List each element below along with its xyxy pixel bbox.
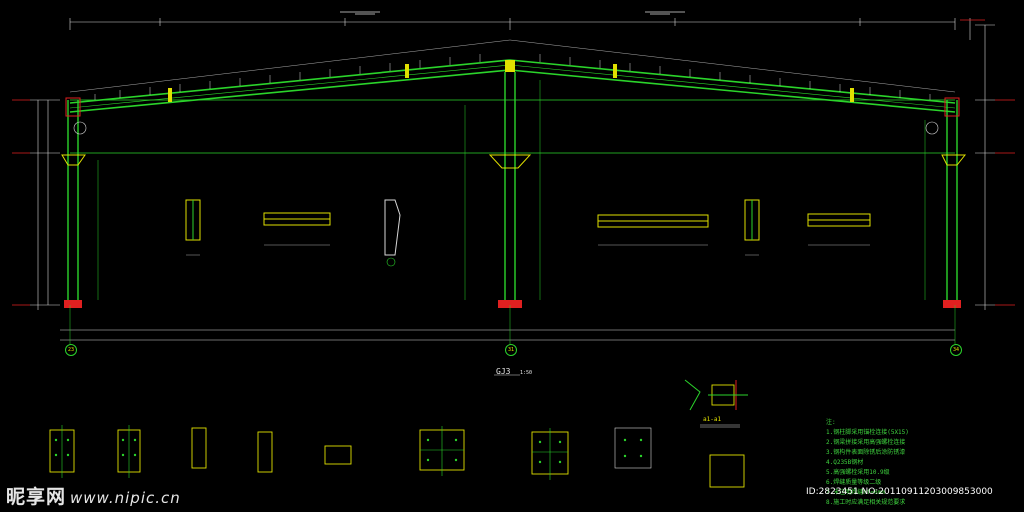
frame-title: GJ3 <box>496 367 511 376</box>
detail-1-bubble <box>386 257 396 267</box>
note-line: 3.钢构件表面除锈后涂防锈漆 <box>826 449 906 456</box>
bolt-holes <box>54 438 643 464</box>
rafter-splices <box>168 60 854 102</box>
note-line: 8.施工时应满足相关规范要求 <box>826 499 906 506</box>
brackets <box>61 154 967 169</box>
detail-callout-left <box>73 121 87 135</box>
bottom-details <box>49 384 745 488</box>
frame-scale: 1:50 <box>520 370 533 376</box>
column-annotation-lines <box>97 80 926 300</box>
note-line: 6.焊缝质量等级二级 <box>826 479 882 486</box>
purlin-line <box>69 39 956 93</box>
right-dimension-chain <box>969 18 995 310</box>
note-line: 4.Q235B钢材 <box>826 459 864 466</box>
axis-bubble-middle: 31 <box>505 344 517 356</box>
image-id: ID:2823451 NO:20110911203009853000 <box>806 487 993 497</box>
column-left <box>67 100 79 305</box>
axis-bubble-right: 34 <box>950 344 962 356</box>
note-line: 5.高强螺栓采用10.9级 <box>826 469 890 476</box>
note-line: 1.钢柱脚采用锚栓连接(5X15) <box>826 429 909 436</box>
column-right <box>946 100 958 305</box>
base-plates <box>64 300 961 308</box>
slope-mark-left <box>340 11 380 15</box>
note-line: 2.钢梁拼接采用高强螺栓连接 <box>826 439 906 446</box>
watermark-site: www.nipic.cn <box>70 489 181 507</box>
detail-callout-right <box>925 121 939 135</box>
section-details <box>185 199 871 256</box>
knee-joints <box>65 97 960 117</box>
note-line: 7.未注明焊缝hf=6mm <box>826 489 885 496</box>
section-label: a1-a1 <box>703 416 722 423</box>
top-dimension-chain <box>69 18 956 30</box>
general-notes: 注: 1.钢柱脚采用锚栓连接(5X15) 2.钢梁拼接采用高强螺栓连接 3.钢构… <box>826 418 909 508</box>
axis-bubble-left: 23 <box>65 344 77 356</box>
section-dimensions <box>186 244 870 256</box>
left-dimension-chain <box>30 99 60 310</box>
column-middle <box>504 72 516 305</box>
bottom-details-green <box>61 425 652 480</box>
slope-mark-right <box>645 11 685 15</box>
purlins <box>94 54 931 100</box>
elevation-markers <box>12 19 1015 306</box>
axis-lines <box>69 305 956 345</box>
connection-detail <box>684 379 748 411</box>
watermark-brand: 昵享网 <box>6 486 67 508</box>
notes-heading: 注: <box>826 419 836 426</box>
